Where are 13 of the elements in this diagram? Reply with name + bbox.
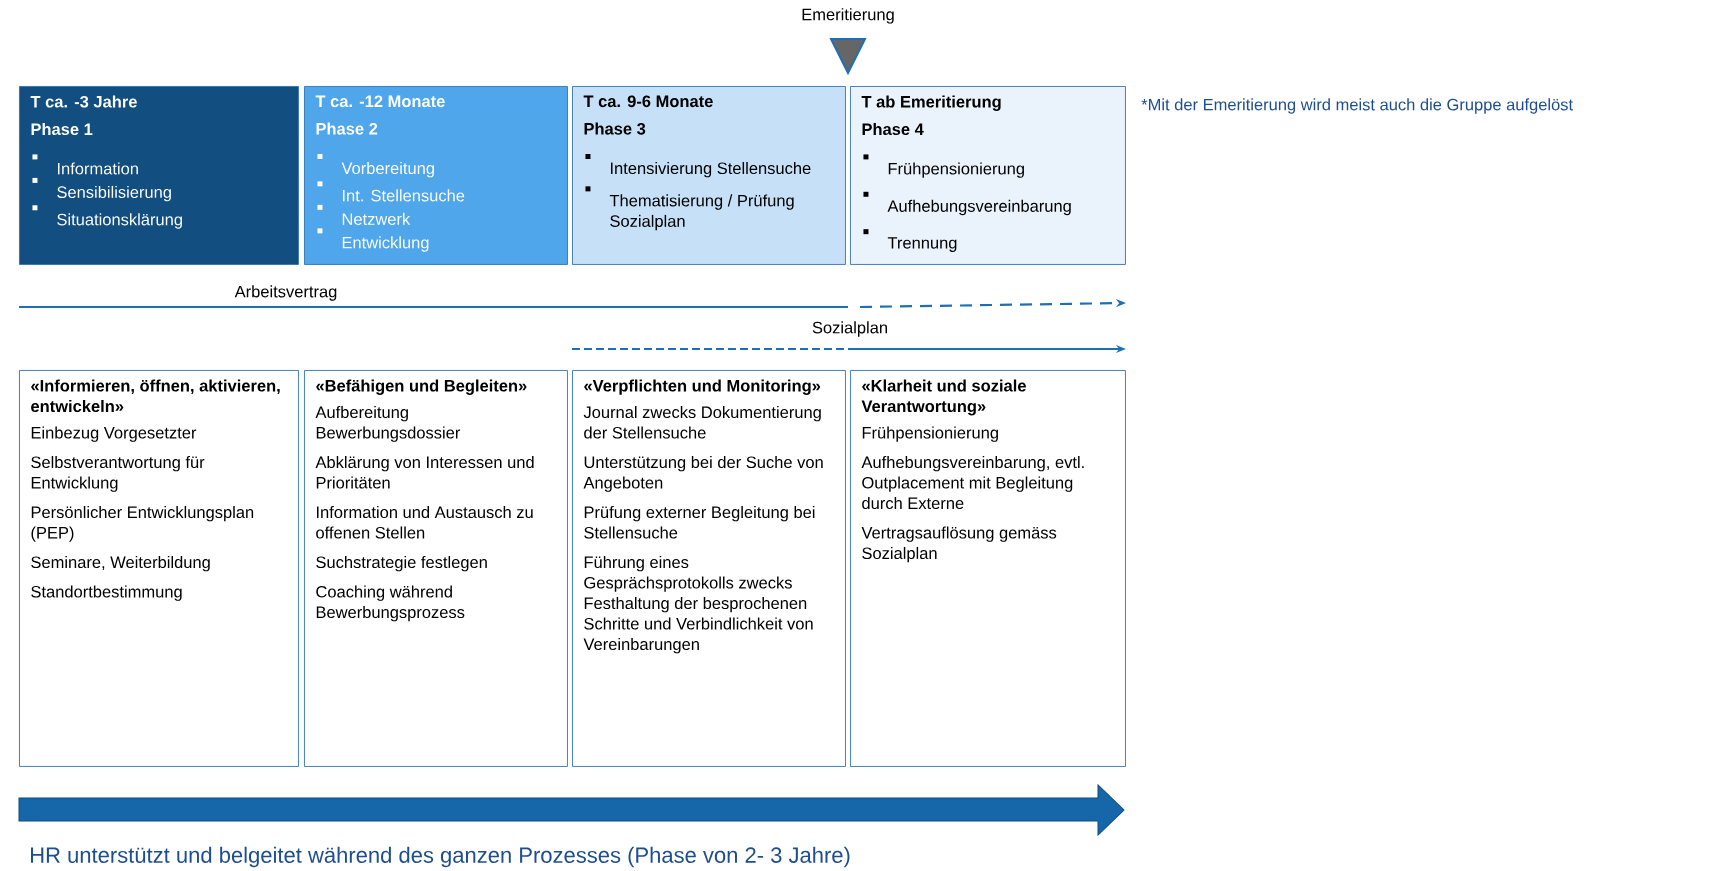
- phase-box: T ca. -12 Monate Phase 2 Vorbereitung Int. Stellensuche Netzwerk Entwicklung: [304, 86, 568, 265]
- measure-box: «Befähigen und Begleiten» Aufbereitung Bewerbungsdossier Abklärung von Interessen und Prioritäten Information und Austausch zu offenen Stellen Suchstrategie festlegen Coaching während Bewerbungsprozess: [304, 370, 568, 767]
- phase-box: T ca. -3 Jahre Phase 1 Information Sensibilisierung Situationsklärung: [19, 86, 299, 265]
- phase-box: T ca. 9-6 Monate Phase 3 Intensivierung Stellensuche Thematisierung / Prüfung Sozialplan: [572, 86, 846, 265]
- milestone-label: Emeritierung: [802, 8, 894, 24]
- phase-box: T ab Emeritierung Phase 4 Frühpensionierung Aufhebungsvereinbarung Trennung: [850, 86, 1126, 265]
- process-caption: HR unterstützt und belgeitet während des ganzen Prozesses (Phase von 2- 3 Jahre): [31, 846, 850, 868]
- footnote: *Mit der Emeritierung wird meist auch die Gruppe aufgelöst: [1141, 98, 1573, 114]
- timeline-label: Arbeitsvertrag: [234, 285, 337, 301]
- measure-box: «Informieren, öffnen, aktivieren, entwickeln» Einbezug Vorgesetzter Selbstverantwortung für Entwicklung Persönlicher Entwicklungsplan (PEP) Seminare, Weiterbildung Standortbestimmung: [19, 370, 299, 767]
- measure-box: «Verpflichten und Monitoring» Journal zwecks Dokumentierung der Stellensuche Unterstützung bei der Suche von Angeboten Prüfung externer Begleitung bei Stellensuche Führung eines Gesprächsprotokolls zwecks Festhaltung der besprochenen Schritte und Verbindlichkeit von Vereinbarungen: [572, 370, 846, 767]
- measure-box: «Klarheit und soziale Verantwortung» Frühpensionierung Aufhebungsvereinbarung, evtl. Outplacement mit Begleitung durch Externe Vertragsauflösung gemäss Sozialplan: [850, 370, 1126, 767]
- timeline-label: Sozialplan: [812, 321, 887, 337]
